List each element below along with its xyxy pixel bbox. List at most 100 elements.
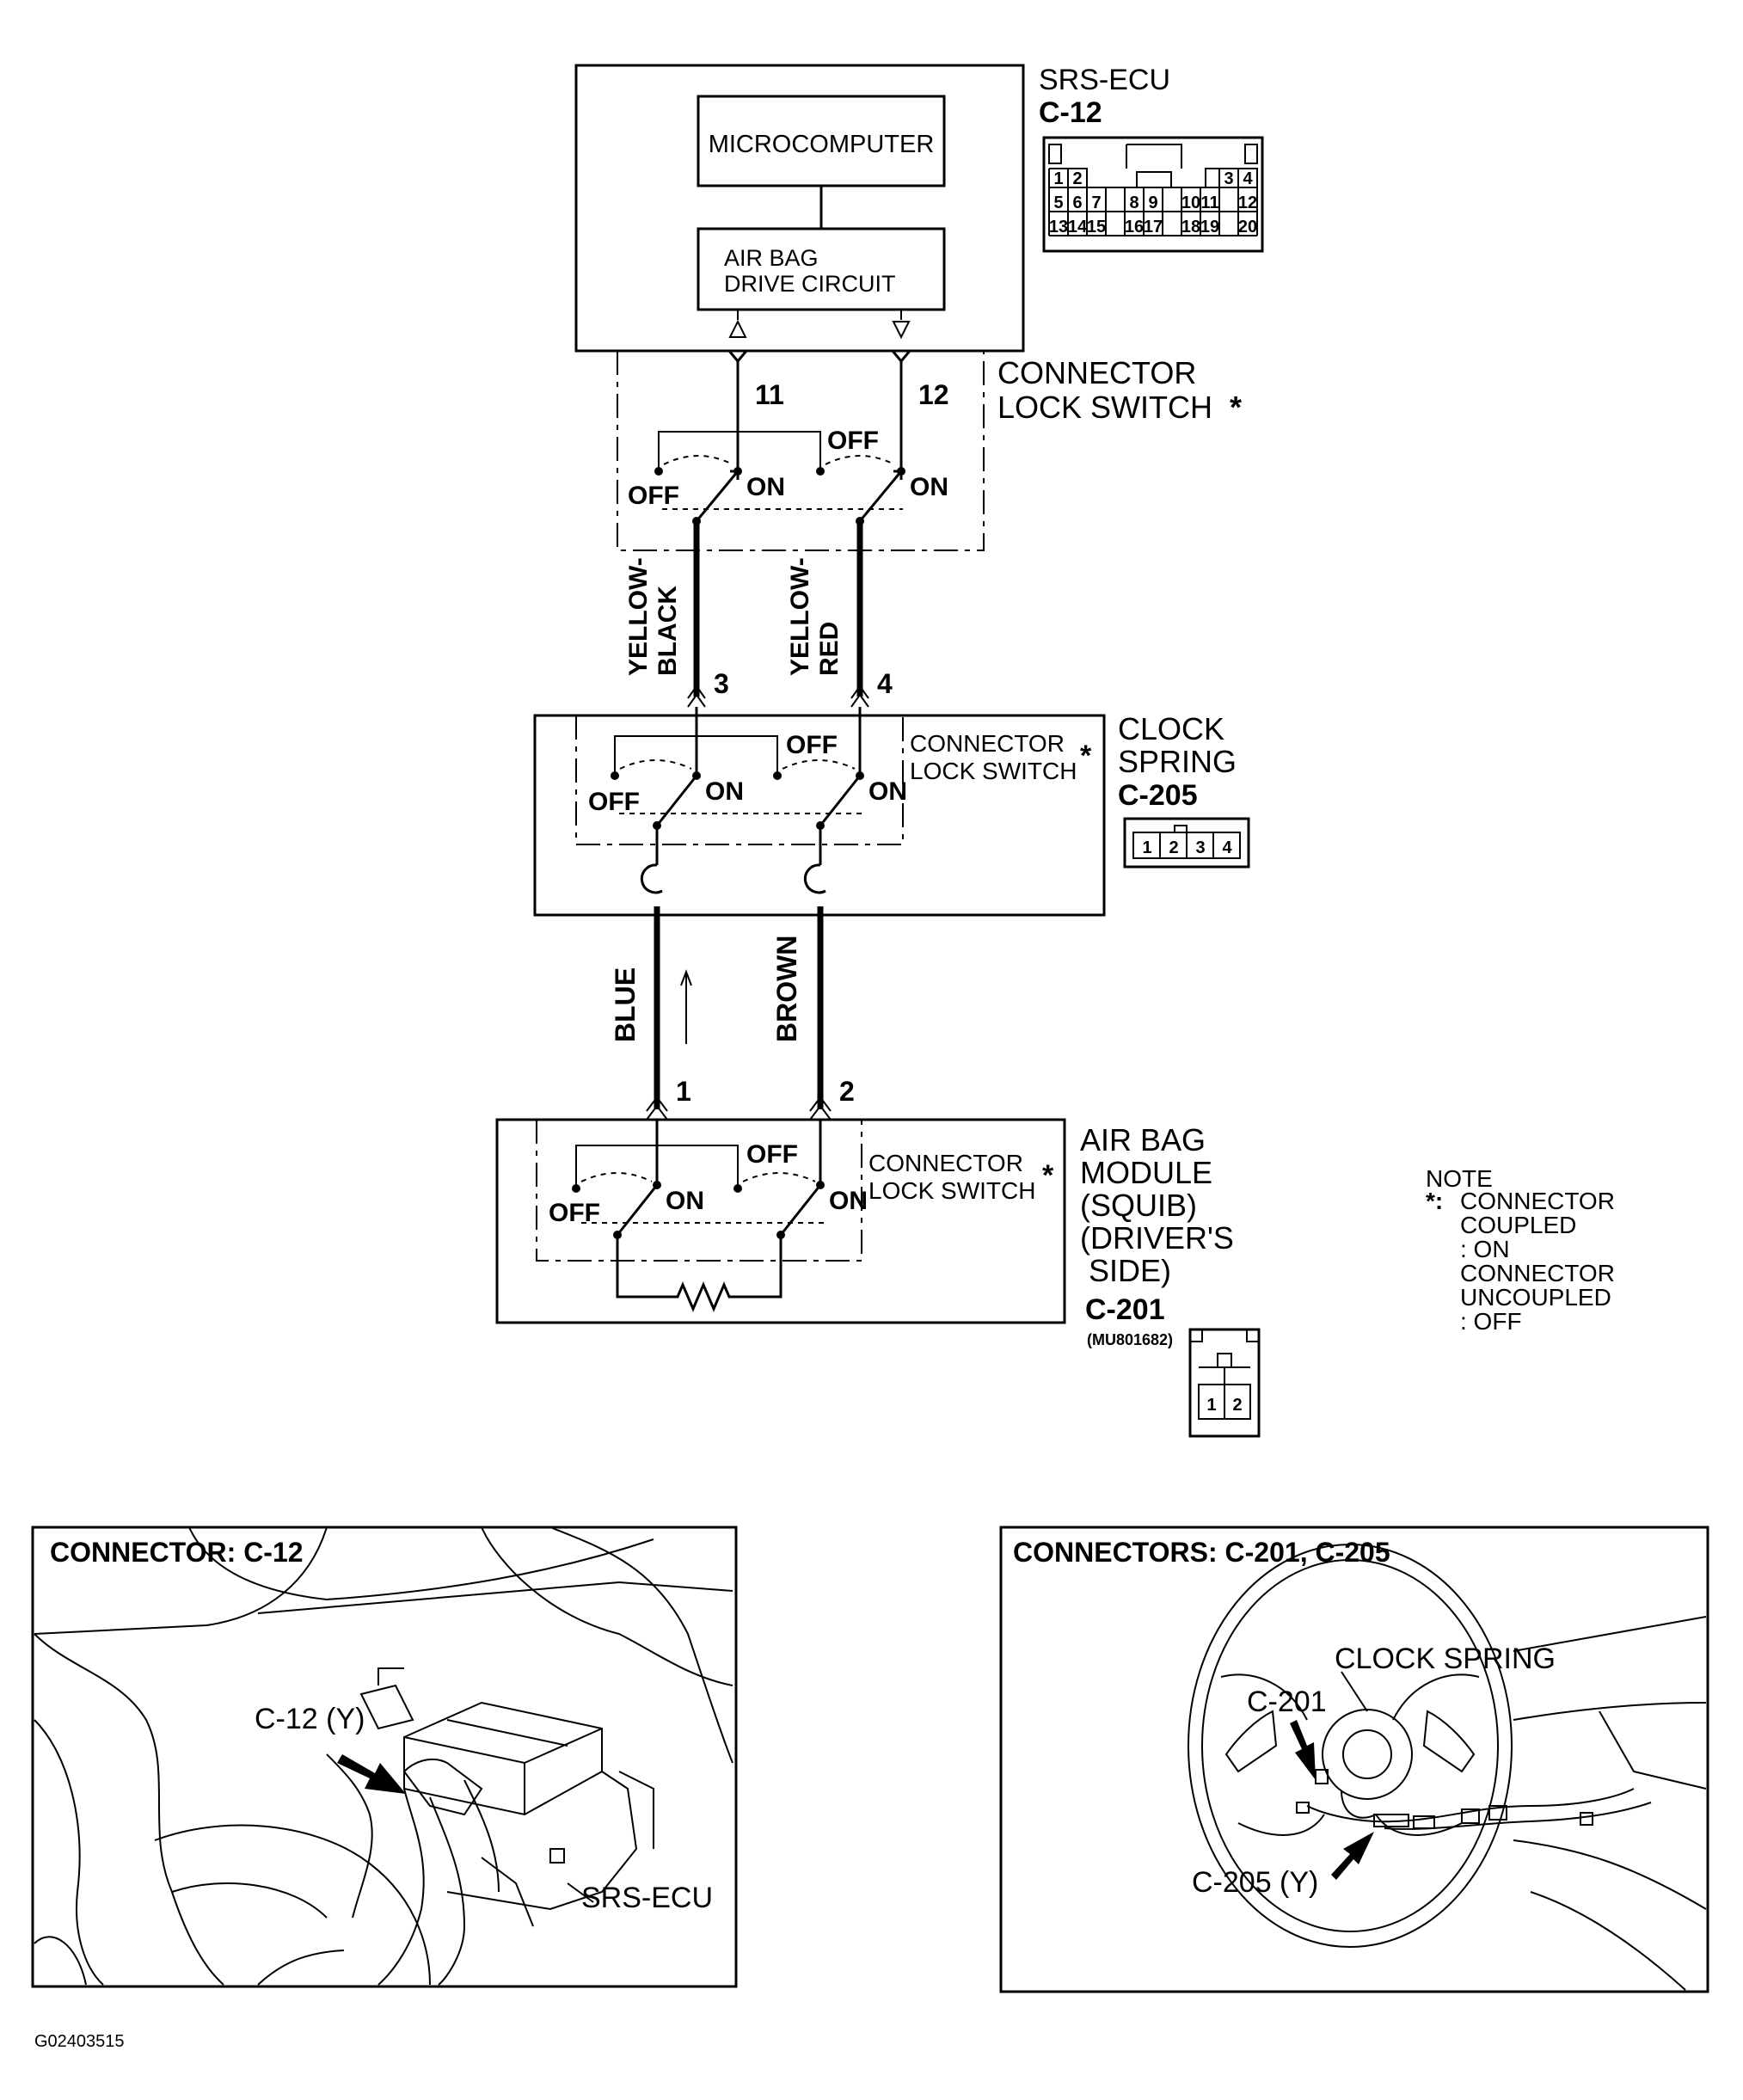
airbag-module-block: OFF OFF ON ON CONNECTOR LOCK SWITCH * AI… <box>495 1118 1234 1348</box>
c12-pin: 18 <box>1181 218 1200 236</box>
airbag-module-title-3: (SQUIB) <box>1080 1188 1197 1223</box>
squib-resistor <box>616 1235 783 1312</box>
upper-wires: YELLOW- BLACK YELLOW- RED 3 4 <box>624 521 893 708</box>
c201-pin: 2 <box>1232 1396 1242 1415</box>
c205-pin: 1 <box>1142 838 1151 857</box>
c12-pin: 19 <box>1200 218 1219 236</box>
c205-pin: 4 <box>1222 838 1232 857</box>
srs-ecu-block: MICROCOMPUTER AIR BAG DRIVE CIRCUIT SRS-… <box>574 64 1170 353</box>
c12-pin: 15 <box>1087 218 1106 236</box>
panel-c201-c205-title: CONNECTORS: C-201, C-205 <box>1013 1537 1390 1568</box>
note-block: NOTE *: CONNECTOR COUPLED : ON CONNECTOR… <box>1426 1165 1615 1335</box>
c12-pin: 7 <box>1091 193 1101 212</box>
drive-circuit-label-2: DRIVE CIRCUIT <box>724 271 896 297</box>
cs-switch-on-right: ON <box>868 777 907 806</box>
c205-connector-face: 1 2 3 4 <box>1123 817 1250 869</box>
ecu-lock-switch-label-1: CONNECTOR <box>997 355 1196 390</box>
current-direction-arrow <box>680 969 692 1044</box>
ecu-connector-lock-switch: 11 12 OFF OFF ON ON CONNECTOR LOCK SWITC… <box>617 349 1242 551</box>
srs-ecu-title: SRS-ECU <box>1039 64 1170 96</box>
panel-connectors-c201-c205: CONNECTORS: C-201, C-205 CLOCK SPRING C-… <box>999 1526 1709 1993</box>
cs-lock-switch-star: * <box>1080 740 1092 772</box>
panel-c201-callout: C-201 <box>1247 1686 1327 1718</box>
c12-pin: 10 <box>1181 193 1200 212</box>
c12-pin: 8 <box>1129 193 1138 212</box>
ecu-switch-off-left: OFF <box>628 482 679 510</box>
c12-pin: 2 <box>1072 169 1082 188</box>
c205-pin: 3 <box>1195 838 1205 857</box>
c12-pin: 12 <box>1238 193 1257 212</box>
panel-c205-callout: C-205 (Y) <box>1192 1866 1318 1899</box>
c12-pin: 9 <box>1148 193 1157 212</box>
lower-wires: BLUE BROWN 1 2 <box>610 906 855 1121</box>
ecu-pin-12: 12 <box>918 379 949 410</box>
panel-c12-title: CONNECTOR: C-12 <box>50 1537 304 1568</box>
wire-label-yellow-black-1: YELLOW- <box>624 557 653 676</box>
c12-pin: 16 <box>1125 218 1144 236</box>
ab-switch-off-left: OFF <box>549 1199 600 1227</box>
c12-pin: 20 <box>1238 218 1257 236</box>
c12-pin: 13 <box>1049 218 1068 236</box>
c12-pin: 1 <box>1053 169 1063 188</box>
wire-label-brown: BROWN <box>771 936 802 1042</box>
c205-pin: 2 <box>1169 838 1178 857</box>
note-line-2: COUPLED <box>1460 1212 1576 1238</box>
c205-callout-arrow <box>1331 1832 1374 1880</box>
ab-switch-on-right: ON <box>829 1187 868 1215</box>
airbag-module-title-1: AIR BAG <box>1080 1122 1206 1157</box>
ecu-switch-off-right: OFF <box>827 427 879 455</box>
panel-c12-ecu-callout: SRS-ECU <box>581 1882 713 1914</box>
wire-label-yellow-black-2: BLACK <box>654 586 682 676</box>
airbag-module-part-number: (MU801682) <box>1087 1331 1173 1348</box>
panel-c12-connector-callout: C-12 (Y) <box>255 1703 365 1735</box>
note-line-3: : ON <box>1460 1236 1510 1262</box>
airbag-module-title-4: (DRIVER'S <box>1080 1220 1234 1256</box>
cs-lock-switch-label-1: CONNECTOR <box>910 730 1065 757</box>
c12-pin: 4 <box>1243 169 1253 188</box>
ab-switch-on-left: ON <box>666 1187 704 1215</box>
cs-switch-on-left: ON <box>705 777 744 806</box>
drive-circuit-label-1: AIR BAG <box>724 245 819 271</box>
airbag-pin-1: 1 <box>676 1076 691 1107</box>
clock-spring-pin-3: 3 <box>714 668 729 699</box>
ab-lock-switch-label-2: LOCK SWITCH <box>868 1177 1035 1204</box>
c12-callout-arrow <box>337 1754 406 1794</box>
c12-pin: 17 <box>1144 218 1163 236</box>
airbag-pin-2: 2 <box>839 1076 855 1107</box>
clock-spring-connector-id: C-205 <box>1118 779 1198 812</box>
wire-label-blue: BLUE <box>610 967 641 1042</box>
wire-label-yellow-red-1: YELLOW- <box>786 557 814 676</box>
note-star: *: <box>1426 1188 1443 1214</box>
cs-switch-off-left: OFF <box>588 788 640 816</box>
ecu-switch-on-right: ON <box>910 473 948 501</box>
ab-lock-switch-star: * <box>1042 1159 1054 1192</box>
cs-switch-off-right: OFF <box>786 731 838 759</box>
c12-pin: 14 <box>1068 218 1088 236</box>
srs-ecu-connector-id: C-12 <box>1039 96 1102 129</box>
airbag-module-connector-id: C-201 <box>1085 1293 1165 1326</box>
ab-lock-switch-label-1: CONNECTOR <box>868 1150 1023 1176</box>
ecu-lock-switch-label-2: LOCK SWITCH <box>997 390 1212 425</box>
airbag-module-title-2: MODULE <box>1080 1155 1212 1190</box>
ecu-pin-11: 11 <box>755 379 784 410</box>
clock-spring-title-1: CLOCK <box>1118 711 1224 746</box>
c12-pin: 5 <box>1053 193 1063 212</box>
clock-spring-pin-4: 4 <box>877 668 893 699</box>
ab-switch-off-right: OFF <box>746 1140 798 1169</box>
cs-lock-switch-label-2: LOCK SWITCH <box>910 758 1077 784</box>
airbag-drive-circuit-box <box>697 227 946 311</box>
c201-connector-face: 1 2 <box>1188 1328 1261 1438</box>
c12-pin: 11 <box>1200 193 1218 212</box>
note-line-4: CONNECTOR <box>1460 1260 1615 1286</box>
clock-spring-block: OFF OFF ON ON CONNECTOR LOCK SWITCH * CL… <box>533 707 1237 917</box>
note-line-6: : OFF <box>1460 1308 1522 1335</box>
c12-pin: 6 <box>1072 193 1082 212</box>
airbag-module-title-5: SIDE) <box>1089 1253 1171 1288</box>
c201-callout-arrow <box>1290 1720 1316 1780</box>
note-line-1: CONNECTOR <box>1460 1188 1615 1214</box>
figure-id: G02403515 <box>34 2032 125 2051</box>
microcomputer-label: MICROCOMPUTER <box>709 131 935 158</box>
c12-connector-face: 1 2 3 4 5 6 7 8 9 10 11 12 13 14 15 16 1… <box>1042 136 1264 253</box>
ecu-switch-on-left: ON <box>746 473 785 501</box>
